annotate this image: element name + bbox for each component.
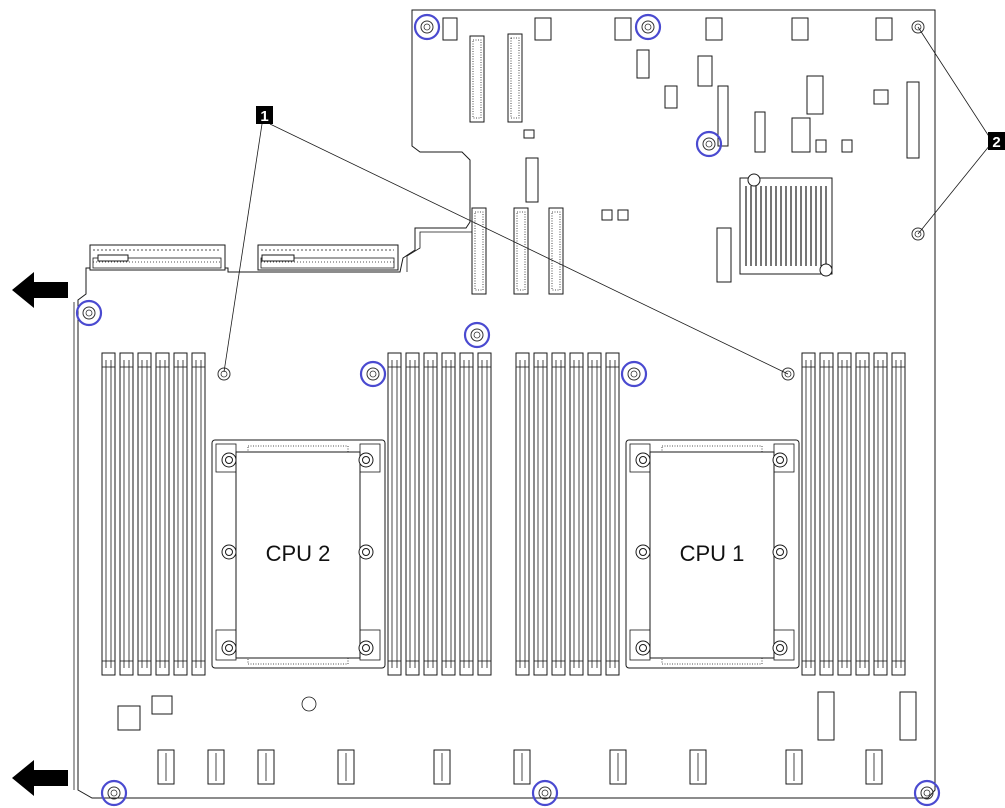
callout-2-number: 2 [992,134,1000,151]
rear-connector-right [257,244,399,271]
cpu-screw-icon [221,452,237,468]
dimm-slot [533,352,548,676]
dimm-slot [459,352,474,676]
dimm-slot [441,352,456,676]
bottom-connector [157,749,175,785]
standoff-icon [911,227,925,241]
bottom-connector [433,749,451,785]
dimm-slot [191,352,206,676]
standoff-icon [781,367,795,381]
screw-hole-icon [531,779,559,807]
dimm-slot [569,352,584,676]
dimm-slot [119,352,134,676]
dimm-slot [801,352,816,676]
dimm-slots [101,352,906,676]
dimm-slot [551,352,566,676]
cpu-screw-icon [358,452,374,468]
dimm-slot [405,352,420,676]
dimm-slot [837,352,852,676]
cpu-screw-icon [772,640,788,656]
dimm-slot [173,352,188,676]
screw-hole-icon [620,360,648,388]
callout-2: 2 [988,132,1005,151]
dimm-slot [819,352,834,676]
screw-hole-icon [634,13,662,41]
bottom-connector [257,749,275,785]
dimm-slot [101,352,116,676]
dimm-slot [891,352,906,676]
dimm-slot [605,352,620,676]
upper-connectors [442,17,920,295]
cpu-screw-icon [221,544,237,560]
dimm-slot [873,352,888,676]
cpu-screw-icon [772,452,788,468]
dimm-slot [855,352,870,676]
callout-1: 1 [256,106,273,125]
standoff-icon [911,20,925,34]
screw-hole-icon [75,299,103,327]
dimm-slot [477,352,492,676]
screw-hole-icon [413,13,441,41]
screw-hole-icon [913,779,941,807]
cpu-screw-icon [635,452,651,468]
callout-1-number: 1 [260,108,268,125]
cpu-screw-icon [772,544,788,560]
cpu-screw-icon [635,544,651,560]
cpu1-socket: CPU 1 [625,439,800,669]
left-arrow-icon [12,760,68,796]
bottom-connector [865,749,883,785]
screw-hole-icon [359,360,387,388]
cpu2-label: CPU 2 [266,541,331,566]
callout-leaders [223,26,991,375]
dimm-slot [587,352,602,676]
bottom-connector [785,749,803,785]
dimm-slot [515,352,530,676]
cpu-screw-icon [635,640,651,656]
board-outline [77,9,936,799]
cpu1-label: CPU 1 [680,541,745,566]
screw-hole-icon [100,779,128,807]
screw-hole-icon [463,321,491,349]
dimm-slot [155,352,170,676]
screw-hole-icon [695,130,723,158]
cpu-screw-icon [358,544,374,560]
left-arrow-icon [12,272,68,308]
lower-components [117,691,917,785]
cpu2-socket: CPU 2 [211,439,386,669]
bottom-connector [207,749,225,785]
dimm-slot [137,352,152,676]
dimm-slot [387,352,402,676]
cpu-screw-icon [358,640,374,656]
bottom-connector [689,749,707,785]
bottom-connector [337,749,355,785]
cpu-screw-icon [221,640,237,656]
screw-holes [75,13,941,807]
rear-connector-left [89,244,226,271]
bottom-connector [609,749,627,785]
dimm-slot [423,352,438,676]
bottom-connector [513,749,531,785]
